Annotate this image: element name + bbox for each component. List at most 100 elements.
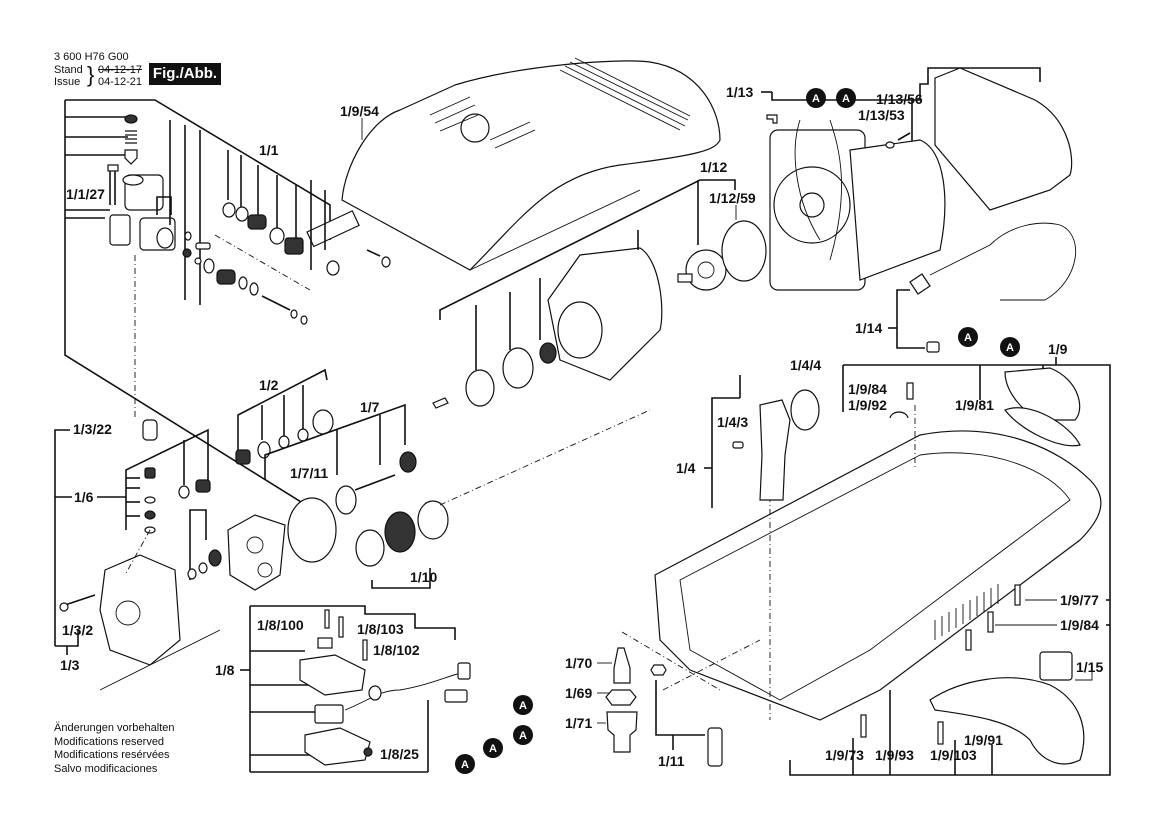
- label-1-4-3: 1/4/3: [717, 414, 748, 430]
- housing-bore: [557, 301, 603, 359]
- label-1-9-54: 1/9/54: [340, 103, 379, 119]
- o-ring-1-4-4: [790, 389, 820, 431]
- piston: [235, 449, 251, 465]
- stand-label: Stand: [54, 64, 83, 76]
- connector-a-marker: A: [513, 695, 533, 715]
- connector-a-marker: A: [483, 738, 503, 758]
- label-1-6: 1/6: [74, 489, 94, 505]
- svg-text:A: A: [489, 743, 497, 755]
- screw: [965, 629, 972, 651]
- axis-line: [124, 529, 151, 576]
- ring: [178, 485, 190, 499]
- bracket-line: [65, 99, 331, 240]
- retaining-clip: [156, 196, 172, 215]
- connector-a-marker: A: [513, 725, 533, 745]
- spring: [335, 485, 357, 515]
- stand-date: 04-12-17: [98, 64, 143, 76]
- connector-a-marker: A: [958, 327, 978, 347]
- group-bracket-1-7: [264, 403, 406, 480]
- terminal-block: [444, 689, 468, 703]
- ring: [203, 258, 215, 274]
- eccentric-disc: [465, 369, 495, 407]
- leader: [1075, 668, 1093, 681]
- housing-bore: [115, 600, 141, 626]
- screw-head: [107, 164, 119, 172]
- label-1-1-27: 1/1/27: [66, 186, 105, 202]
- label-1-12: 1/12: [700, 159, 727, 175]
- group-bracket-1-1: [64, 100, 331, 521]
- plug-1-8-25: [363, 747, 373, 757]
- ball: [194, 257, 202, 265]
- label-1-12-59: 1/12/59: [709, 190, 756, 206]
- label-1-8-103: 1/8/103: [357, 621, 404, 637]
- screw-1-8-103: [338, 616, 344, 638]
- valve-cap: [124, 114, 138, 124]
- label-1-9-93: 1/9/93: [875, 747, 914, 763]
- group-bracket-1-6: [125, 428, 209, 530]
- washer: [269, 227, 285, 245]
- clamp: [317, 637, 333, 649]
- cable-grommet: [368, 685, 382, 701]
- label-1-9-103: 1/9/103: [930, 747, 977, 763]
- seal: [257, 441, 271, 459]
- label-1-11: 1/11: [658, 753, 685, 769]
- o-ring-1-12-59: [721, 220, 767, 282]
- label-1-3-2: 1/3/2: [62, 622, 93, 638]
- label-1-15: 1/15: [1076, 659, 1103, 675]
- ring: [187, 568, 197, 580]
- ring: [300, 315, 308, 325]
- label-1-4: 1/4: [676, 460, 696, 476]
- seal-ring: [235, 206, 249, 222]
- plunger: [354, 474, 396, 491]
- label-1-70: 1/70: [565, 655, 592, 671]
- ball-bearing: [502, 347, 534, 389]
- connector-markers: A A A A A A A A: [455, 88, 1020, 774]
- gear-assembly: 1/12 1/12/59: [432, 159, 767, 409]
- pump-valve-assembly: 1/1/27 1/1: [64, 99, 391, 521]
- label-1-13: 1/13: [726, 84, 753, 100]
- set-screw: [366, 249, 381, 257]
- label-1-69: 1/69: [565, 685, 592, 701]
- label-1-14: 1/14: [855, 320, 882, 336]
- bolt: [432, 397, 449, 409]
- piston-cap: [312, 409, 334, 435]
- svg-text:A: A: [519, 730, 527, 742]
- small-nut: [381, 256, 391, 268]
- bolt-1-3-2: [64, 594, 96, 606]
- group-bracket-1-3: [54, 429, 70, 646]
- label-1-9-84-bottom: 1/9/84: [1060, 617, 1099, 633]
- grip-insert: [1004, 407, 1081, 447]
- housing-base-assembly: 1/9 1/9/84 1/9/92 1/9/81 1/9/77 1/9/84 1…: [654, 341, 1111, 776]
- label-1-10: 1/10: [410, 569, 437, 585]
- label-1-4-4: 1/4/4: [790, 357, 821, 373]
- screw-1-9-103: [937, 721, 944, 745]
- bracket: [55, 630, 79, 647]
- seal: [182, 248, 192, 258]
- connector-a-marker: A: [455, 754, 475, 774]
- axis-line: [469, 189, 641, 271]
- motor-cover: [934, 67, 1073, 211]
- spring-coil: [284, 237, 304, 255]
- piston-seal: [247, 214, 267, 230]
- base-tub: [654, 430, 1102, 721]
- label-1-9: 1/9: [1048, 341, 1068, 357]
- valve-spring-stack: [142, 419, 158, 441]
- group-bracket-1-8: [250, 605, 456, 640]
- screw-1-9-77: [1014, 584, 1021, 606]
- label-1-9-73: 1/9/73: [825, 747, 864, 763]
- cover-1-9-54: [341, 60, 721, 271]
- seal: [208, 549, 222, 567]
- motor-body: [849, 139, 946, 281]
- screw-1-9-84: [906, 382, 914, 400]
- cable-clip: [766, 114, 778, 124]
- ring: [238, 276, 248, 290]
- connector-a-marker: A: [836, 88, 856, 108]
- bracket: [189, 509, 207, 580]
- note-es: Salvo modificaciones: [54, 762, 158, 775]
- housing-side: [109, 214, 131, 246]
- cylinder-bore: [246, 536, 264, 554]
- label-1-9-91: 1/9/91: [964, 732, 1003, 748]
- shaft-seal: [539, 342, 557, 364]
- inlet-fitting: [707, 727, 723, 767]
